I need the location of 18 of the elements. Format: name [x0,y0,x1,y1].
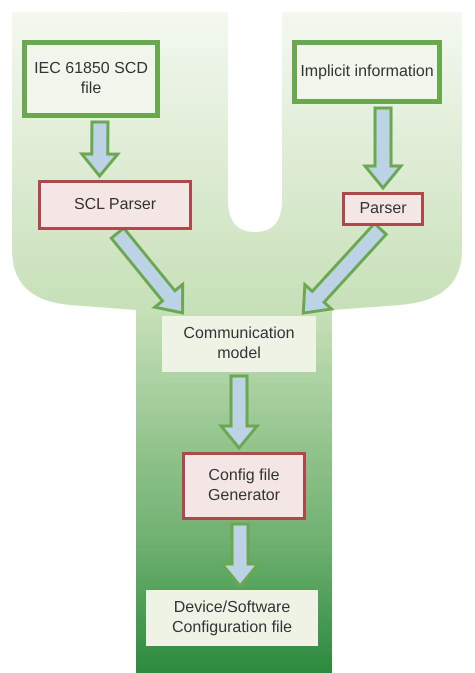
block-arrow [218,374,260,450]
node-text: Config file Generator [206,466,282,506]
input-box [292,40,442,104]
node-text: Communication model [182,324,296,364]
node-text: IEC 61850 SCD file [33,59,149,99]
block-arrow [362,106,404,190]
block-arrow [218,522,262,588]
input-box [22,40,160,118]
node-text: Parser [359,199,407,219]
process-box [182,452,306,520]
node-text: SCL Parser [74,195,156,215]
node-text: Implicit information [300,62,434,82]
result-box [146,590,318,646]
result-box [162,316,316,372]
block-arrow [78,120,121,178]
process-box [38,180,192,230]
node-text: Device/Software Configuration file [170,598,294,638]
process-box [342,192,424,226]
